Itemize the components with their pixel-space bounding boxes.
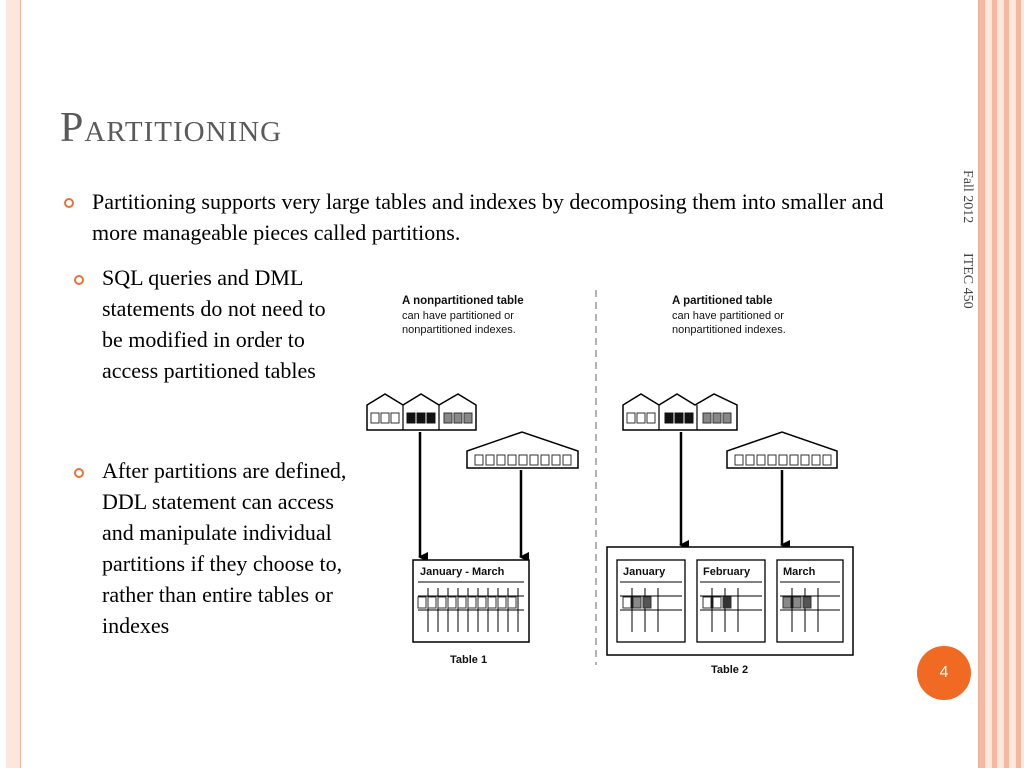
footer-date: Fall 2012	[960, 170, 975, 224]
global-index-icon-left	[466, 431, 579, 469]
left-subheading-1: can have partitioned or	[402, 310, 514, 322]
bullet-ddl-text: After partitions are defined, DDL statem…	[102, 458, 347, 638]
partitioned-index-icon-left	[366, 393, 477, 431]
table-1: January - March	[412, 559, 530, 643]
partitioning-diagram: A nonpartitioned table can have partitio…	[366, 290, 854, 676]
table-1-label: January - March	[420, 566, 505, 578]
left-subheading-2: nonpartitioned indexes.	[402, 324, 516, 336]
partition-january-label: January	[623, 566, 666, 578]
partition-march-label: March	[783, 566, 816, 578]
partitioned-index-icon-right	[622, 393, 738, 431]
bullet-icon	[74, 468, 84, 478]
right-border-line	[978, 0, 980, 768]
side-footer: Fall 2012 ITEC 450	[945, 170, 975, 360]
global-index-icon-right	[726, 431, 838, 469]
bullet-icon	[64, 198, 74, 208]
partition-february: February	[696, 559, 766, 643]
left-heading: A nonpartitioned table	[402, 295, 524, 307]
slide-title: Partitioning	[60, 105, 283, 151]
bullet-sql-text: SQL queries and DML statements do not ne…	[102, 265, 326, 383]
right-decorative-border	[980, 0, 1024, 768]
bullet-main-text: Partitioning supports very large tables …	[92, 189, 884, 245]
bullet-icon	[74, 275, 84, 285]
right-subheading-1: can have partitioned or	[672, 310, 784, 322]
right-heading: A partitioned table	[672, 295, 773, 307]
page-number-badge: 4	[917, 646, 971, 700]
partition-march: March	[776, 559, 844, 643]
partition-february-label: February	[703, 566, 751, 578]
footer-course: ITEC 450	[960, 252, 975, 309]
right-subheading-2: nonpartitioned indexes.	[672, 324, 786, 336]
table-1-caption: Table 1	[450, 654, 487, 666]
table-2: January February	[606, 546, 854, 656]
left-decorative-bar	[6, 0, 21, 768]
table-2-caption: Table 2	[711, 664, 748, 676]
partition-january: January	[616, 559, 686, 643]
